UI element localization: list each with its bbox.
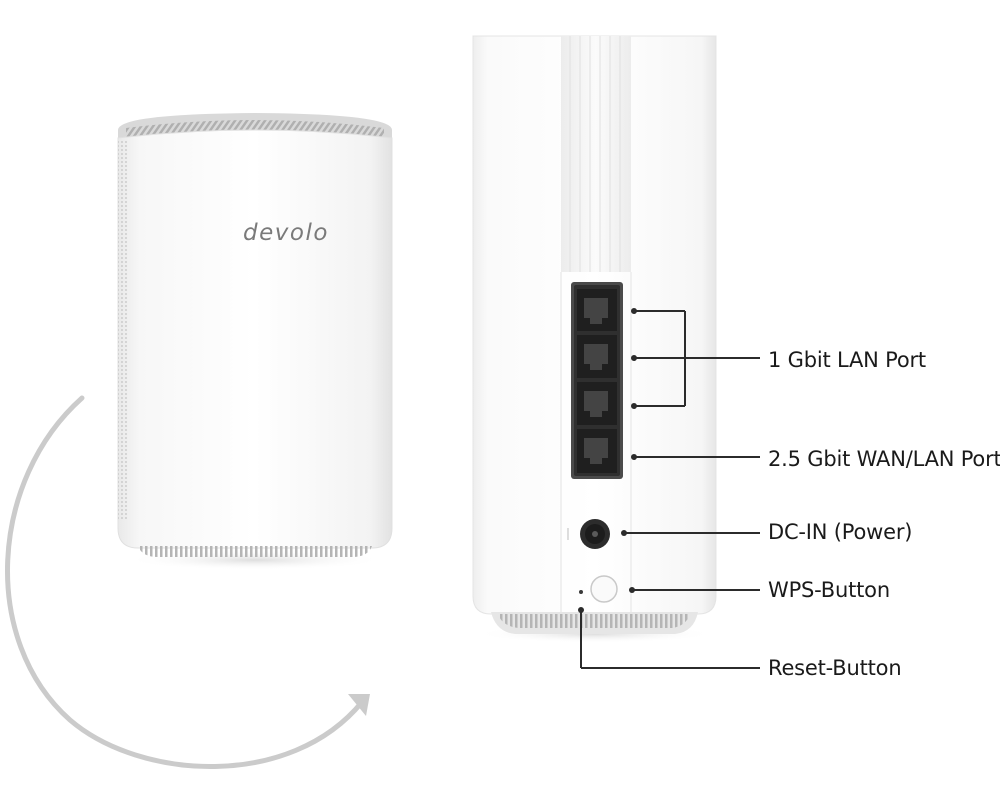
callout-lines — [580, 310, 760, 669]
callout-wps-button: WPS-Button — [768, 578, 890, 602]
ethernet-port-icon — [577, 289, 617, 331]
dc-in-jack-icon — [567, 519, 610, 549]
ethernet-port-icon — [577, 429, 617, 473]
ethernet-port-icon — [577, 335, 617, 378]
wps-button-icon — [590, 575, 618, 603]
callout-lan-ports: 1 Gbit LAN Port — [768, 348, 926, 372]
reset-pinhole-icon — [579, 590, 583, 594]
callout-dots — [578, 308, 637, 613]
back-unit — [472, 35, 717, 643]
callout-wan-lan-port: 2.5 Gbit WAN/LAN Port — [768, 447, 1000, 471]
callout-dc-in: DC-IN (Power) — [768, 520, 913, 544]
rotation-arrow-icon — [5, 395, 370, 770]
devolo-logo: devolo — [243, 220, 329, 246]
callout-reset-button: Reset-Button — [768, 656, 902, 680]
ethernet-port-icon — [577, 382, 617, 425]
front-unit: devolo — [117, 113, 393, 570]
